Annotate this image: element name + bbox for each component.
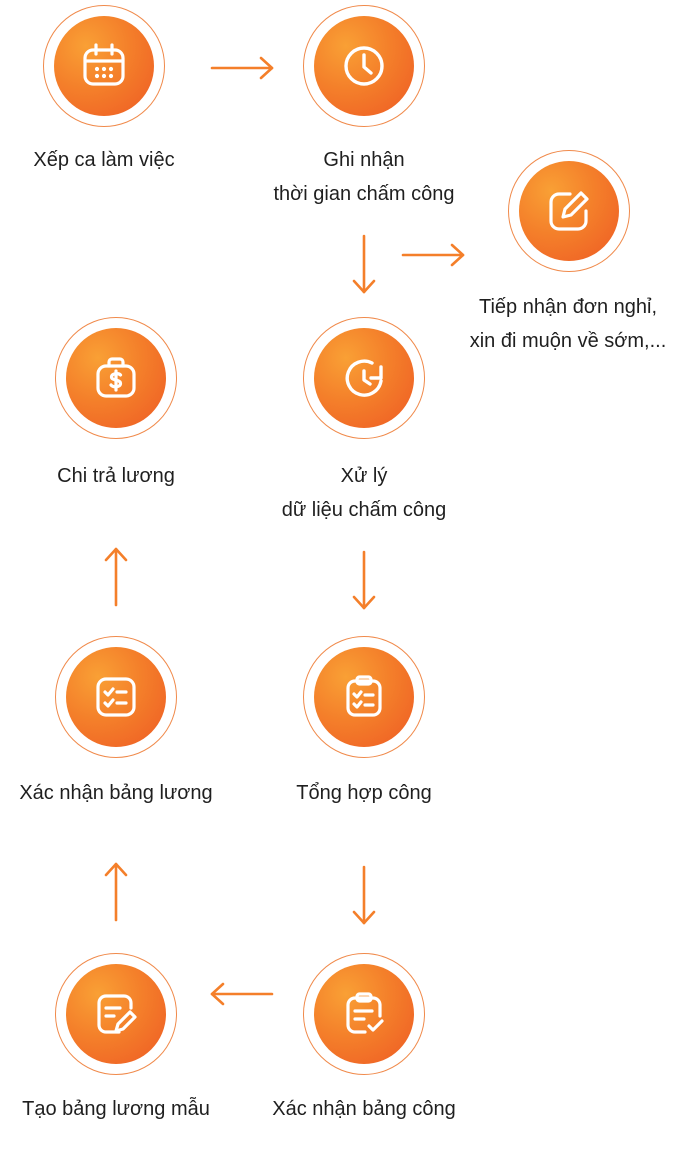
step-label-line: Xác nhận bảng lương (19, 782, 213, 804)
node-ring (55, 636, 177, 758)
node-ring (303, 317, 425, 439)
arrow-right (401, 243, 465, 267)
step-pay-node (55, 317, 177, 439)
step-label-line: xin đi muộn về sớm,... (469, 330, 667, 352)
step-label-line: Ghi nhận (323, 149, 405, 171)
arrow-up (104, 547, 128, 607)
clipboard-list-icon (346, 675, 382, 717)
step-summary-label: Tổng hợp công (244, 776, 484, 810)
step-template-label: Tạo bảng lương mẫu (0, 1092, 236, 1126)
step-record-label: Ghi nhận thời gian chấm công (244, 143, 484, 211)
arrow-down (352, 234, 376, 294)
node-ring (303, 636, 425, 758)
step-label-line: Xử lý (340, 465, 388, 487)
step-label-line: thời gian chấm công (273, 183, 455, 205)
step-summary-node (303, 636, 425, 758)
clipboard-check-icon (346, 992, 384, 1034)
clock-icon (344, 46, 384, 86)
node-disc (66, 647, 166, 747)
time-refresh-icon (345, 359, 383, 397)
node-ring (303, 953, 425, 1075)
step-process-label: Xử lý dữ liệu chấm công (244, 459, 484, 527)
step-confirm-payroll-node (55, 636, 177, 758)
node-disc (314, 964, 414, 1064)
step-requests-node (508, 150, 630, 272)
step-confirm-payroll-label: Xác nhận bảng lương (0, 776, 236, 810)
edit-note-icon (549, 191, 589, 231)
step-label-line: Tổng hợp công (296, 782, 432, 804)
step-label-line: Tạo bảng lương mẫu (22, 1098, 210, 1120)
node-ring (55, 317, 177, 439)
step-process-node (303, 317, 425, 439)
arrow-right (210, 56, 274, 80)
node-disc (314, 647, 414, 747)
node-disc (54, 16, 154, 116)
step-pay-label: Chi trả lương (0, 459, 236, 493)
step-template-node (55, 953, 177, 1075)
node-ring (43, 5, 165, 127)
step-record-node (303, 5, 425, 127)
step-label-line: Xác nhận bảng công (272, 1098, 456, 1120)
arrow-down (352, 865, 376, 925)
step-label-line: dữ liệu chấm công (281, 499, 447, 521)
arrow-left (210, 982, 274, 1006)
step-schedule-node (43, 5, 165, 127)
document-edit-icon (97, 994, 137, 1034)
checklist-icon (96, 677, 136, 717)
step-requests-label: Tiếp nhận đơn nghỉ, xin đi muộn về sớm,.… (448, 290, 686, 358)
step-confirm-timesheet-label: Xác nhận bảng công (244, 1092, 484, 1126)
step-label-line: Tiếp nhận đơn nghỉ, (478, 296, 658, 318)
step-confirm-timesheet-node (303, 953, 425, 1075)
step-label-line: Xếp ca làm việc (33, 149, 175, 171)
calendar-icon (83, 43, 125, 86)
node-ring (303, 5, 425, 127)
node-ring (55, 953, 177, 1075)
money-bag-icon (96, 357, 136, 398)
node-ring (508, 150, 630, 272)
node-disc (519, 161, 619, 261)
step-label-line: Chi trả lương (57, 465, 175, 487)
arrow-down (352, 550, 376, 610)
node-disc (66, 964, 166, 1064)
arrow-up (104, 862, 128, 922)
step-schedule-label: Xếp ca làm việc (0, 143, 224, 177)
